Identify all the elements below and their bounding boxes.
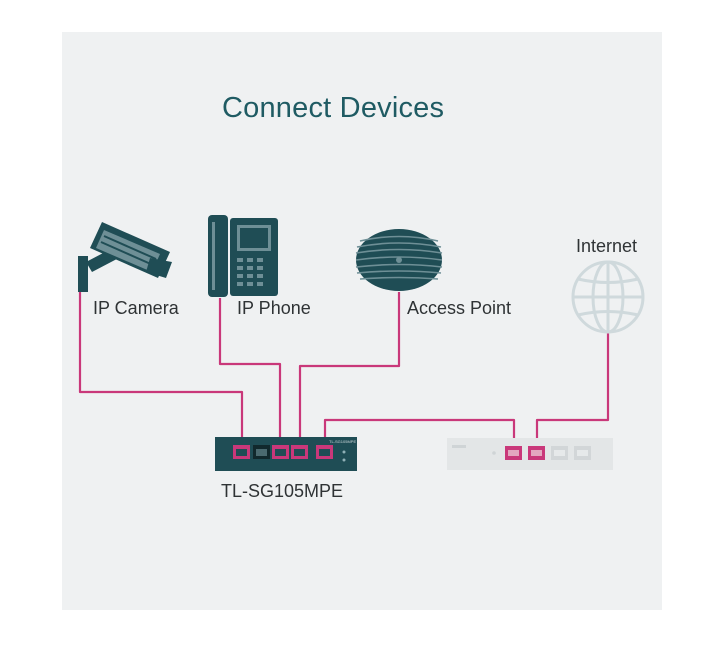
switch-port-5 — [316, 445, 333, 459]
router-port-4 — [574, 446, 591, 460]
router-port-2 — [528, 446, 545, 460]
access-point-label: Access Point — [407, 298, 512, 318]
cables — [78, 292, 610, 448]
switch-device: TL-SG105MPE — [215, 437, 357, 471]
ip-camera-label: IP Camera — [93, 298, 179, 318]
cable-switch-to-router — [323, 418, 516, 448]
switch-port-3 — [272, 445, 289, 459]
globe-icon — [571, 260, 645, 334]
ip-phone-icon — [208, 215, 278, 297]
router-device — [447, 438, 613, 470]
internet-label: Internet — [576, 236, 638, 256]
switch-model-label: TL-SG105MPE — [221, 481, 344, 501]
cable-internet — [535, 330, 610, 448]
cable-phone — [218, 298, 282, 448]
diagram-panel — [62, 32, 662, 610]
diagram-title: Connect Devices — [222, 92, 445, 124]
switch-port-4 — [291, 445, 308, 459]
access-point-icon — [355, 229, 443, 291]
cable-access-point — [298, 292, 401, 448]
switch-port-2 — [253, 445, 270, 459]
cable-camera — [78, 292, 244, 448]
router-port-3 — [551, 446, 568, 460]
switch-port-1 — [233, 445, 250, 459]
ip-camera-icon — [78, 222, 172, 292]
ip-phone-label: IP Phone — [237, 298, 311, 318]
switch-front-mark: TL-SG105MPE — [329, 439, 356, 444]
router-port-1 — [505, 446, 522, 460]
